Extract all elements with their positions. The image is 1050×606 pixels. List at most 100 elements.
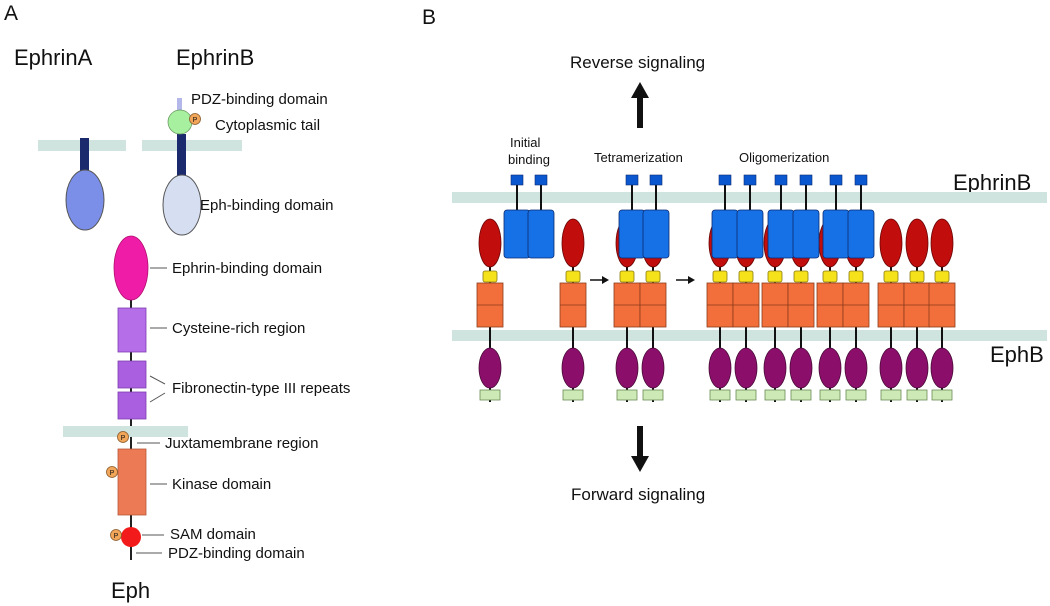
ephB-linker xyxy=(909,270,925,283)
ephB-linker xyxy=(822,270,838,283)
ephB-linker xyxy=(738,270,754,283)
label-cytoplasmic-tail: Cytoplasmic tail xyxy=(215,117,320,134)
phospho-icon xyxy=(110,529,122,541)
phospho-icon xyxy=(106,466,118,478)
ephrinB-protein: P xyxy=(162,98,202,236)
ephB-kinase-domain xyxy=(478,347,502,389)
ephB-ligand-binding-domain xyxy=(930,218,954,268)
ephrinB-protein xyxy=(767,209,795,259)
label-pdz-binding-top: PDZ-binding domain xyxy=(191,91,328,108)
ephB-ligand-binding-domain xyxy=(561,218,585,268)
ephrinB-cytoplasmic-cap xyxy=(854,174,868,186)
eph-sam-domain xyxy=(121,527,141,547)
label-fibronectin-repeats: Fibronectin-type III repeats xyxy=(172,380,350,397)
ephrinB-cytoplasmic-cap xyxy=(625,174,639,186)
ephB-linker xyxy=(565,270,581,283)
ephrinB-tails xyxy=(510,174,868,214)
stage-tetramerization: Tetramerization xyxy=(594,150,683,165)
ephB-kinase-domain xyxy=(734,347,758,389)
label-cysteine-rich-region: Cysteine-rich region xyxy=(172,320,305,337)
ephrinB-cytoplasmic-tail xyxy=(167,109,193,135)
ephB-linker xyxy=(934,270,950,283)
phospho-label: P xyxy=(110,470,115,477)
ephB-pdz-tail xyxy=(642,389,664,401)
panel-a: A EphrinA EphrinB P PDZ-binding domain C… xyxy=(4,2,350,603)
ephB-receptor xyxy=(928,218,956,402)
ephrinB-membrane xyxy=(142,140,242,151)
stage-initial-line1: Initial xyxy=(510,135,540,150)
ephB-kinase-domain xyxy=(905,347,929,389)
ephrinB-protein xyxy=(822,209,850,259)
ephB-linker xyxy=(793,270,809,283)
ephB-kinase-domain xyxy=(879,347,903,389)
ephB-pdz-tail xyxy=(562,389,584,401)
ephrinB-protein xyxy=(711,209,739,259)
ephB-cell-membrane xyxy=(452,330,1047,341)
ephB-receptor xyxy=(476,218,504,402)
eph-fibronectin-repeat-1 xyxy=(117,360,147,389)
ephB-linker xyxy=(712,270,728,283)
forward-signaling-arrow-icon xyxy=(631,426,649,472)
ephrinB-protein xyxy=(642,209,670,259)
ephrinB-cytoplasmic-cap xyxy=(649,174,663,186)
panel-a-letter: A xyxy=(4,2,18,25)
ephrinB-protein xyxy=(792,209,820,259)
step-arrows xyxy=(590,276,695,284)
ephB-kinase-domain xyxy=(641,347,665,389)
label-pdz-binding-bottom: PDZ-binding domain xyxy=(168,545,305,562)
ephB-pdz-tail xyxy=(790,389,812,401)
ephB-pdz-tail xyxy=(845,389,867,401)
ephrinB-protein xyxy=(527,209,555,259)
ephrinB-cytoplasmic-cap xyxy=(774,174,788,186)
ephB-kinase-domain xyxy=(789,347,813,389)
reverse-signaling-arrow-icon xyxy=(631,82,649,128)
ephrinB-ligand-domain xyxy=(527,209,555,259)
eph-membrane xyxy=(63,426,188,437)
eph-receptor: P P P xyxy=(63,235,188,560)
ephB-pdz-tail xyxy=(735,389,757,401)
ephB-linker xyxy=(645,270,661,283)
ephrinB-ligand-domain xyxy=(847,209,875,259)
label-juxtamembrane-region: Juxtamembrane region xyxy=(165,435,318,452)
arrow-right-icon xyxy=(688,276,695,284)
ephB-kinase-domain xyxy=(844,347,868,389)
label-leaders xyxy=(136,267,167,554)
ephB-ligand-binding-domain xyxy=(905,218,929,268)
ephB-kinase-domain xyxy=(763,347,787,389)
phospho-label: P xyxy=(193,117,198,124)
ephB-pdz-tail xyxy=(906,389,928,401)
ephB-ligand-binding-domain xyxy=(478,218,502,268)
ephB-ligand-binding-domain xyxy=(879,218,903,268)
forward-signaling-label: Forward signaling xyxy=(571,485,705,504)
ephB-linker xyxy=(482,270,498,283)
ephB-receptor xyxy=(559,218,587,402)
ephrinB-protein xyxy=(736,209,764,259)
ephrinB-cytoplasmic-cap xyxy=(534,174,548,186)
stage-initial-line2: binding xyxy=(508,152,550,167)
ephB-pdz-tail xyxy=(479,389,501,401)
ephB-receptor xyxy=(877,218,905,402)
ephrinB-protein xyxy=(503,209,531,259)
ephrinB-proteins xyxy=(503,209,875,259)
phospho-label: P xyxy=(114,533,119,540)
phospho-icon xyxy=(117,431,129,443)
ephrinB-cytoplasmic-cap xyxy=(829,174,843,186)
ephB-pdz-tail xyxy=(616,389,638,401)
panel-b-letter: B xyxy=(422,6,436,29)
ephrinB-cytoplasmic-cap xyxy=(718,174,732,186)
panel-b: B Reverse signaling Forward signaling In… xyxy=(422,6,1047,504)
ephrinB-pdz-tip xyxy=(177,98,182,113)
ephB-kinase-domain xyxy=(708,347,732,389)
eph-cysteine-rich-region xyxy=(117,307,147,353)
phospho-label: P xyxy=(121,435,126,442)
ephB-pdz-tail xyxy=(819,389,841,401)
ephB-kinase-domain xyxy=(561,347,585,389)
ephrinB-ligand-domain xyxy=(822,209,850,259)
label-sam-domain: SAM domain xyxy=(170,526,256,543)
ephB-linker xyxy=(848,270,864,283)
ephrinB-protein xyxy=(618,209,646,259)
ephrinB-cytoplasmic-cap xyxy=(510,174,524,186)
ephB-linker xyxy=(767,270,783,283)
label-eph-binding-domain: Eph-binding domain xyxy=(200,197,333,214)
reverse-signaling-label: Reverse signaling xyxy=(570,53,705,72)
